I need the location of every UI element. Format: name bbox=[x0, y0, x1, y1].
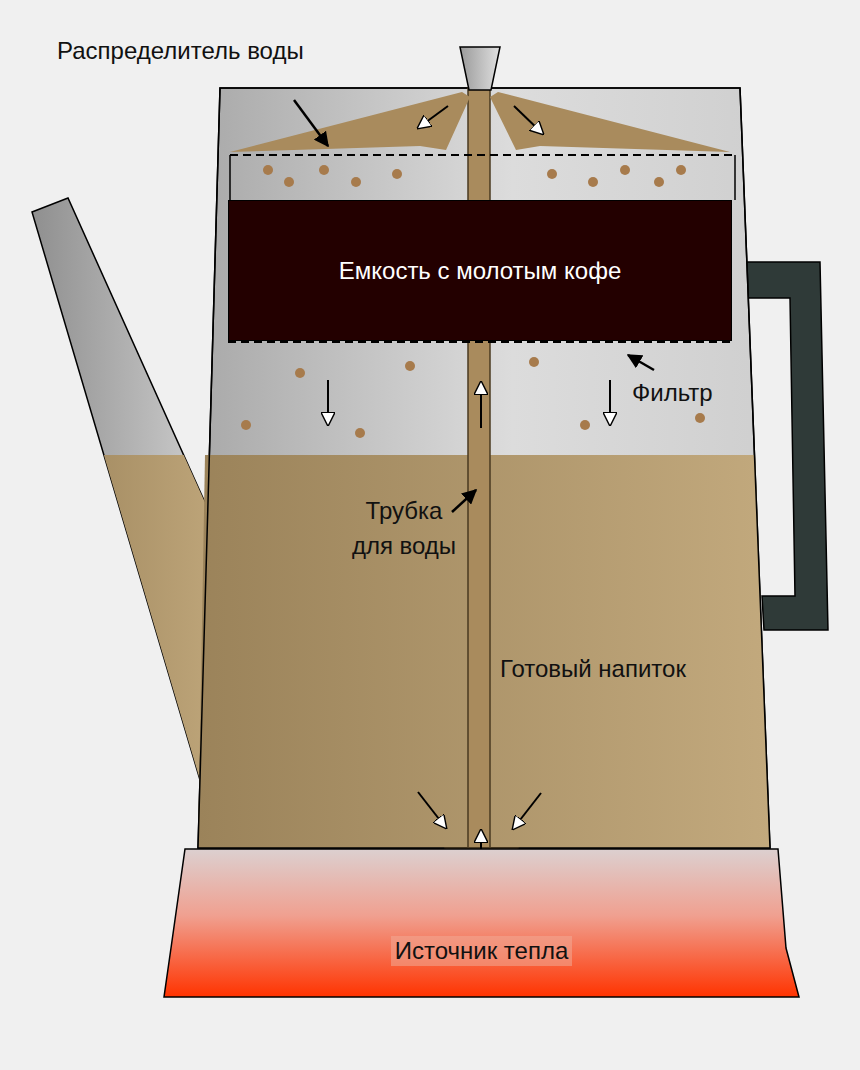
heat-source: Источник тепла bbox=[163, 848, 800, 998]
heat-source-shape bbox=[163, 848, 800, 998]
pot-body bbox=[198, 88, 770, 848]
part-label: Распределитель воды bbox=[57, 34, 304, 69]
node-text: Источник тепла bbox=[391, 936, 573, 966]
filter bbox=[230, 154, 735, 156]
nozzle bbox=[460, 47, 500, 90]
part-label: Готовый напиток bbox=[500, 652, 686, 687]
part-label: Трубка для воды bbox=[345, 494, 463, 564]
water-distributor bbox=[230, 92, 470, 152]
filter bbox=[228, 341, 735, 343]
water-distributor bbox=[490, 92, 730, 152]
part-label: Фильтр bbox=[632, 376, 713, 411]
coffee-container: Емкость с молотым кофе bbox=[228, 200, 732, 341]
node-text: Емкость с молотым кофе bbox=[339, 256, 622, 286]
